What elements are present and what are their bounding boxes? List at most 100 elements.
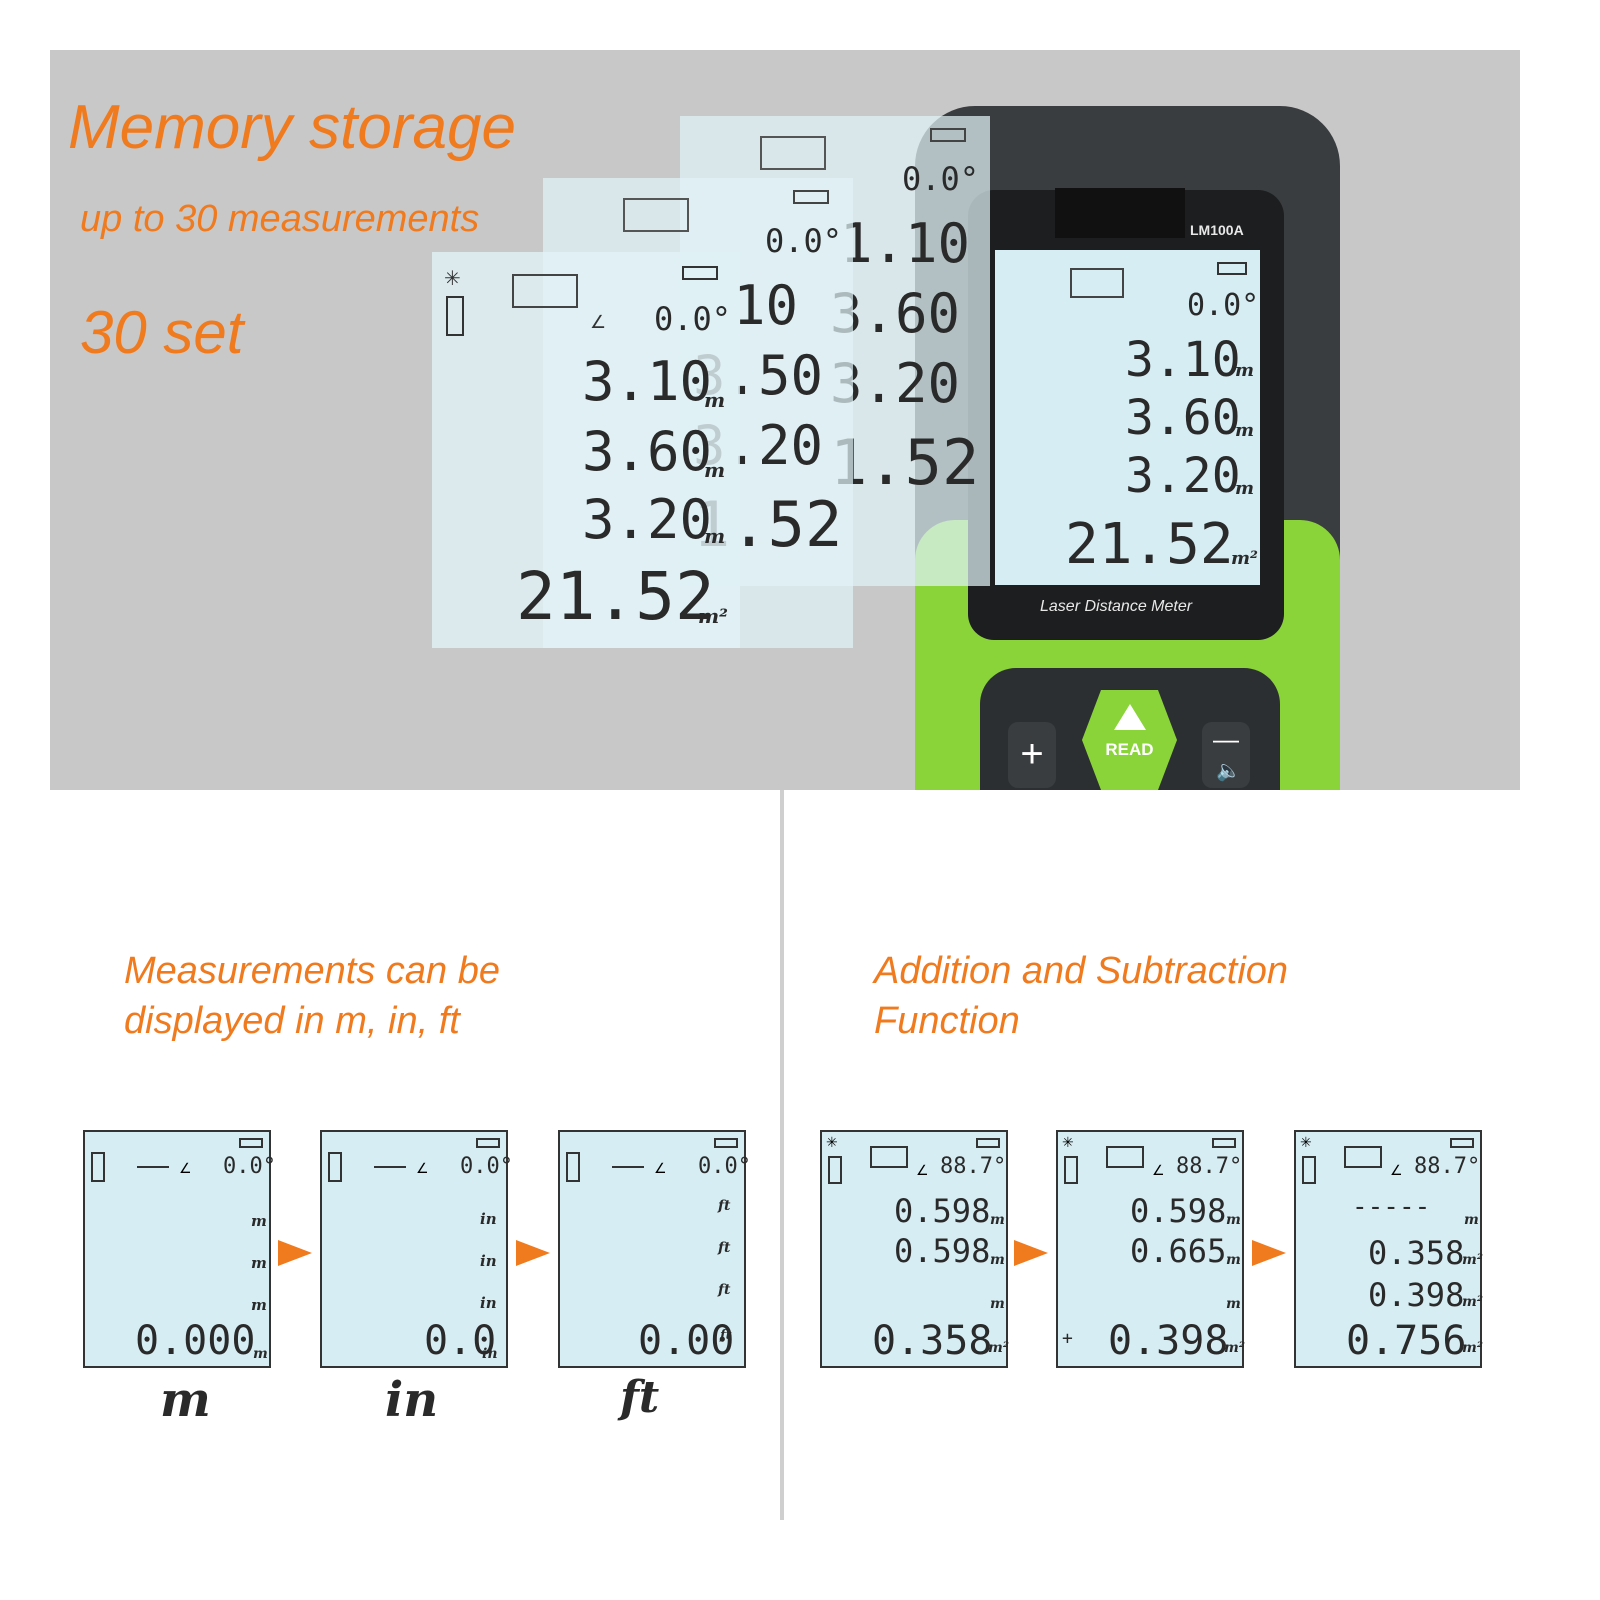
angle-icon: ∠ [916, 1162, 929, 1178]
hero-count: 30 set [80, 299, 244, 366]
unit-row-2: in [480, 1252, 497, 1270]
angle-icon: ∠ [1152, 1162, 1165, 1178]
row-1-unit: m [990, 1212, 1005, 1228]
overlay-screen-front: ✳ ∠ 0.0° 3.10 m 3.60 m 3.20 m 21.52 m² [432, 252, 740, 648]
reading: 0.000 [135, 1318, 256, 1364]
angle-readout: 88.7° [1176, 1154, 1243, 1179]
overlay-total: 1.52 [830, 426, 980, 499]
row-1-unit: m [1464, 1212, 1479, 1228]
row-1: 0.598 [1130, 1192, 1227, 1230]
unit-screen-ft: ∠ 0.0° ft ft ft 0.00 ft [558, 1130, 751, 1368]
battery-icon [1217, 262, 1247, 275]
overlay-row: 10 [733, 274, 799, 337]
model-label: LM100A [1190, 222, 1244, 238]
row-1: 0.598 [894, 1192, 991, 1230]
battery-icon [793, 190, 829, 204]
rectangle-icon [870, 1146, 908, 1168]
device-icon [828, 1156, 842, 1184]
unit-row-1: in [480, 1210, 497, 1228]
device-label: Laser Distance Meter [1040, 598, 1193, 615]
triangle-icon [1114, 704, 1146, 730]
caption-m: m [160, 1372, 211, 1428]
total: 0.398 [1108, 1318, 1229, 1364]
angle-readout: 0.0° [223, 1154, 276, 1179]
overlay-total: 21.52 [516, 558, 715, 635]
rectangle-icon [1106, 1146, 1144, 1168]
plus-button[interactable]: + [1008, 722, 1056, 788]
row-3-unit: m² [1462, 1294, 1483, 1310]
plus-label: + [1020, 732, 1044, 776]
dash-line [137, 1166, 169, 1168]
battery-icon [476, 1138, 500, 1148]
laser-icon: ✳ [1062, 1134, 1074, 1150]
device-icon [91, 1152, 105, 1182]
box-shape-icon [760, 136, 826, 170]
device-icon [1302, 1156, 1316, 1184]
addsub-heading-line2: Function [874, 1000, 1020, 1042]
arrow-right-icon [1252, 1240, 1286, 1266]
row-2: 0.665 [1130, 1232, 1227, 1270]
unit-row-1: ft [718, 1198, 731, 1214]
laser-icon: ✳ [444, 268, 461, 290]
row-2: 0.598 [894, 1232, 991, 1270]
total-unit: m² [988, 1340, 1009, 1356]
addsub-heading-line1: Addition and Subtraction [874, 950, 1289, 992]
hero-banner: LM100A Laser Distance Meter 0.0° 3.10 m … [50, 50, 1520, 790]
total: 0.358 [872, 1318, 993, 1364]
read-button[interactable]: READ [1082, 690, 1177, 790]
device-lcd: 0.0° 3.10 m 3.60 m 3.20 m 21.52 m² [995, 250, 1260, 585]
unit-row-3: ft [718, 1282, 731, 1298]
unit-screen-m: ∠ 0.0° m m m 0.000 m [83, 1130, 276, 1368]
model-label-bar [1055, 188, 1185, 238]
unit-row-2: ft [718, 1240, 731, 1256]
battery-icon [930, 128, 966, 142]
battery-icon [714, 1138, 738, 1148]
caption-in: in [385, 1372, 439, 1428]
panel-divider [780, 790, 784, 1520]
row-1: 3.10 [1125, 332, 1241, 388]
row-2-unit: m [990, 1252, 1005, 1268]
arrow-right-icon [1014, 1240, 1048, 1266]
addsub-screen-3: ✳ ∠ 88.7° ----- m 0.358 m² 0.398 m² 0.75… [1294, 1130, 1483, 1368]
area-unit: m² [1231, 548, 1258, 569]
angle-icon: ∠ [654, 1160, 667, 1176]
speaker-icon: 🔈 [1216, 760, 1241, 782]
unit-2: m [1235, 420, 1255, 441]
overlay-unit: m [704, 524, 726, 548]
angle-readout: 0.0° [1187, 288, 1260, 323]
angle-icon: ∠ [1390, 1162, 1403, 1178]
minus-volume-button[interactable]: — 🔈 [1202, 722, 1250, 788]
total-unit: m² [1462, 1340, 1483, 1356]
unit-3: m [1235, 478, 1255, 499]
unit-row-2: m [251, 1254, 267, 1272]
unit-row-3: in [480, 1294, 497, 1312]
reading-unit: ft [720, 1328, 732, 1343]
hero-subtitle: up to 30 measurements [80, 198, 480, 240]
overlay-angle: 0.0° [765, 222, 843, 260]
hero-title: Memory storage [68, 93, 516, 162]
row-3-unit: m [1226, 1296, 1241, 1312]
angle-readout: 88.7° [940, 1154, 1007, 1179]
units-heading-line1: Measurements can be [124, 950, 500, 992]
row-1-unit: m [1226, 1212, 1241, 1228]
angle-icon: ∠ [416, 1160, 429, 1176]
reading-unit: m [253, 1346, 268, 1362]
device-icon [328, 1152, 342, 1182]
overlay-row: 3.10 [582, 350, 713, 413]
overlay-angle: 0.0° [902, 160, 980, 198]
total-readout: 21.52 [1065, 512, 1234, 577]
addsub-screen-1: ✳ ∠ 88.7° 0.598 m 0.598 m m 0.358 m² [820, 1130, 1009, 1368]
row-2-unit: m² [1462, 1252, 1483, 1268]
row-2: 0.358 [1368, 1234, 1465, 1272]
read-label: READ [1105, 740, 1154, 759]
laser-icon: ✳ [826, 1134, 838, 1150]
addsub-screen-2: ✳ ∠ 88.7° 0.598 m 0.665 m m + 0.398 m² [1056, 1130, 1245, 1368]
unit-1: m [1235, 360, 1255, 381]
battery-icon [1450, 1138, 1474, 1148]
device-icon [446, 296, 464, 336]
dash-line [374, 1166, 406, 1168]
row-3-unit: m [990, 1296, 1005, 1312]
sign: + [1062, 1328, 1073, 1349]
angle-readout: 88.7° [1414, 1154, 1481, 1179]
angle-readout: 0.0° [698, 1154, 751, 1179]
